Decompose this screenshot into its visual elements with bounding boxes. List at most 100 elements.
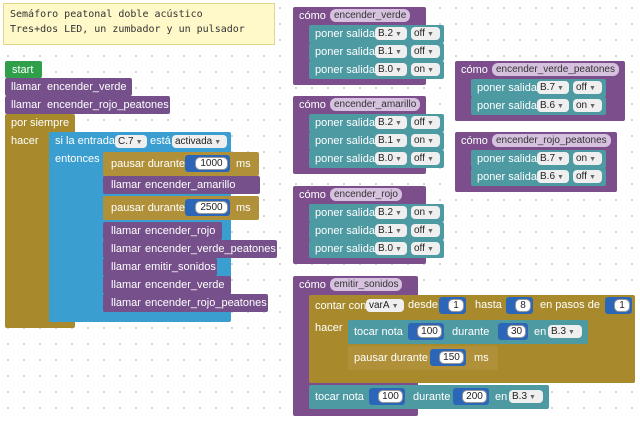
state-dropdown[interactable]: on▼ (411, 206, 440, 219)
set-output-block[interactable]: poner salida B.2▼ off▼ (309, 114, 444, 132)
comment-line-1: Semáforo peatonal doble acústico (10, 9, 203, 20)
play-note-block[interactable]: tocar nota 100 durante 30 en B.3▼ (348, 320, 588, 344)
pin-dropdown[interactable]: B.1▼ (375, 45, 407, 58)
to-value-field[interactable]: 8 (515, 299, 531, 312)
pin-dropdown[interactable]: B.0▼ (375, 242, 407, 255)
procedure-name-field[interactable]: encender_amarillo (330, 98, 421, 111)
pin-dropdown[interactable]: B.6▼ (537, 99, 569, 112)
input-state-dropdown[interactable]: activada▼ (172, 135, 227, 148)
set-output-block[interactable]: poner salida B.1▼ on▼ (309, 132, 444, 150)
pin-value: B.7 (540, 153, 556, 164)
pause-value-field[interactable]: 1000 (195, 157, 228, 170)
state-dropdown[interactable]: off▼ (411, 242, 440, 255)
state-dropdown[interactable]: off▼ (411, 45, 440, 58)
step-value-slot: 1 (605, 297, 632, 314)
set-output-block[interactable]: poner salida B.2▼ on▼ (309, 204, 444, 222)
set-output-block[interactable]: poner salida B.0▼ off▼ (309, 150, 444, 168)
during-value-field[interactable]: 200 (462, 390, 487, 403)
procedure-name-field[interactable]: encender_rojo (330, 188, 402, 201)
pause-block[interactable]: pausar durante 1000 ms (103, 152, 259, 176)
set-output-block[interactable]: poner salida B.2▼ off▼ (309, 25, 444, 43)
buzzer-pin-dropdown[interactable]: B.3▼ (548, 325, 582, 338)
buzzer-pin-dropdown[interactable]: B.3▼ (509, 390, 543, 403)
pin-dropdown[interactable]: B.1▼ (375, 134, 407, 147)
pause-value-field[interactable]: 150 (439, 351, 464, 364)
play-note-block-2[interactable]: tocar nota 100 durante 200 en B.3▼ (309, 385, 549, 409)
call-encender-rojo-peatones-block[interactable]: llamar encender_rojo_peatones (5, 96, 170, 114)
state-value: on (414, 207, 426, 218)
state-dropdown[interactable]: off▼ (411, 152, 440, 165)
pin-dropdown[interactable]: B.1▼ (375, 224, 407, 237)
set-output-block[interactable]: poner salida B.0▼ off▼ (309, 240, 444, 258)
loop-variable-dropdown[interactable]: varA▼ (366, 299, 404, 312)
set-output-block[interactable]: poner salida B.6▼ off▼ (471, 168, 606, 186)
pause-label: pausar durante (111, 202, 185, 214)
chevron-down-icon: ▼ (427, 138, 435, 145)
set-output-block[interactable]: poner salida B.1▼ off▼ (309, 222, 444, 240)
call-emitir-sonidos-block[interactable]: llamar emitir_sonidos (103, 258, 217, 276)
chevron-down-icon: ▼ (529, 394, 536, 401)
chevron-down-icon: ▼ (214, 139, 222, 146)
set-output-block[interactable]: poner salida B.7▼ on▼ (471, 150, 606, 168)
comment-note[interactable]: Semáforo peatonal doble acústico Tres+do… (3, 3, 275, 45)
call-encender-rojo-block[interactable]: llamar encender_rojo (103, 222, 222, 240)
pin-dropdown[interactable]: B.2▼ (375, 116, 407, 129)
state-dropdown[interactable]: off▼ (411, 224, 440, 237)
pin-value: B.1 (378, 135, 394, 146)
loop-pause-block[interactable]: pausar durante 150 ms (348, 346, 498, 370)
to-value-slot: 8 (506, 297, 533, 314)
como-label: cómo (299, 10, 326, 22)
pin-value: B.0 (378, 153, 394, 164)
state-dropdown[interactable]: on▼ (573, 152, 602, 165)
procedure-name-field[interactable]: encender_rojo_peatones (492, 134, 611, 147)
call-encender-rojo-peatones-block-2[interactable]: llamar encender_rojo_peatones (103, 294, 268, 312)
state-dropdown[interactable]: on▼ (411, 63, 440, 76)
pin-value: B.2 (378, 117, 394, 128)
pin-dropdown[interactable]: B.7▼ (537, 81, 569, 94)
set-output-block[interactable]: poner salida B.6▼ on▼ (471, 97, 606, 115)
set-output-block[interactable]: poner salida B.7▼ off▼ (471, 79, 606, 97)
input-pin-dropdown[interactable]: C.7▼ (115, 135, 147, 148)
pin-dropdown[interactable]: B.7▼ (537, 152, 569, 165)
then-label: entonces (55, 153, 100, 165)
state-dropdown[interactable]: on▼ (411, 134, 440, 147)
procedure-name-field[interactable]: encender_verde_peatones (492, 63, 619, 76)
start-block[interactable]: start (5, 61, 42, 78)
set-output-label: poner salida (477, 153, 537, 165)
set-output-block[interactable]: poner salida B.1▼ off▼ (309, 43, 444, 61)
state-dropdown[interactable]: off▼ (411, 27, 440, 40)
ms-label: ms (474, 352, 489, 364)
call-encender-verde-block[interactable]: llamar encender_verde (5, 78, 132, 96)
count-with-label: contar con (315, 300, 367, 312)
call-encender-verde-block-2[interactable]: llamar encender_verde (103, 276, 231, 294)
chevron-down-icon: ▼ (588, 174, 596, 181)
step-value-field[interactable]: 1 (614, 299, 630, 312)
procedure-name-field[interactable]: emitir_sonidos (330, 278, 403, 291)
on-label: en (534, 326, 547, 338)
call-encender-verde-peatones-block[interactable]: llamar encender_verde_peatones (103, 240, 277, 258)
state-dropdown[interactable]: off▼ (411, 116, 440, 129)
pin-value: B.6 (540, 171, 556, 182)
procedure-name-field[interactable]: encender_verde (330, 9, 411, 22)
note-value-field[interactable]: 100 (417, 325, 442, 338)
pin-dropdown[interactable]: B.2▼ (375, 206, 407, 219)
set-output-label: poner salida (315, 64, 375, 76)
note-value-field[interactable]: 100 (378, 390, 403, 403)
from-value-field[interactable]: 1 (448, 299, 464, 312)
during-value-field[interactable]: 30 (507, 325, 526, 338)
pause-block-2[interactable]: pausar durante 2500 ms (103, 196, 259, 220)
set-output-label: poner salida (315, 225, 375, 237)
state-dropdown[interactable]: off▼ (573, 81, 602, 94)
pause-value-field[interactable]: 2500 (195, 201, 228, 214)
call-target: encender_verde (47, 81, 127, 93)
set-output-block[interactable]: poner salida B.0▼ on▼ (309, 61, 444, 79)
pause-value-slot: 1000 (185, 155, 230, 172)
state-value: off (414, 46, 425, 57)
pin-dropdown[interactable]: B.0▼ (375, 152, 407, 165)
state-dropdown[interactable]: off▼ (573, 170, 602, 183)
pin-dropdown[interactable]: B.2▼ (375, 27, 407, 40)
pin-dropdown[interactable]: B.0▼ (375, 63, 407, 76)
pin-dropdown[interactable]: B.6▼ (537, 170, 569, 183)
call-encender-amarillo-block[interactable]: llamar encender_amarillo (103, 176, 260, 194)
state-dropdown[interactable]: on▼ (573, 99, 602, 112)
